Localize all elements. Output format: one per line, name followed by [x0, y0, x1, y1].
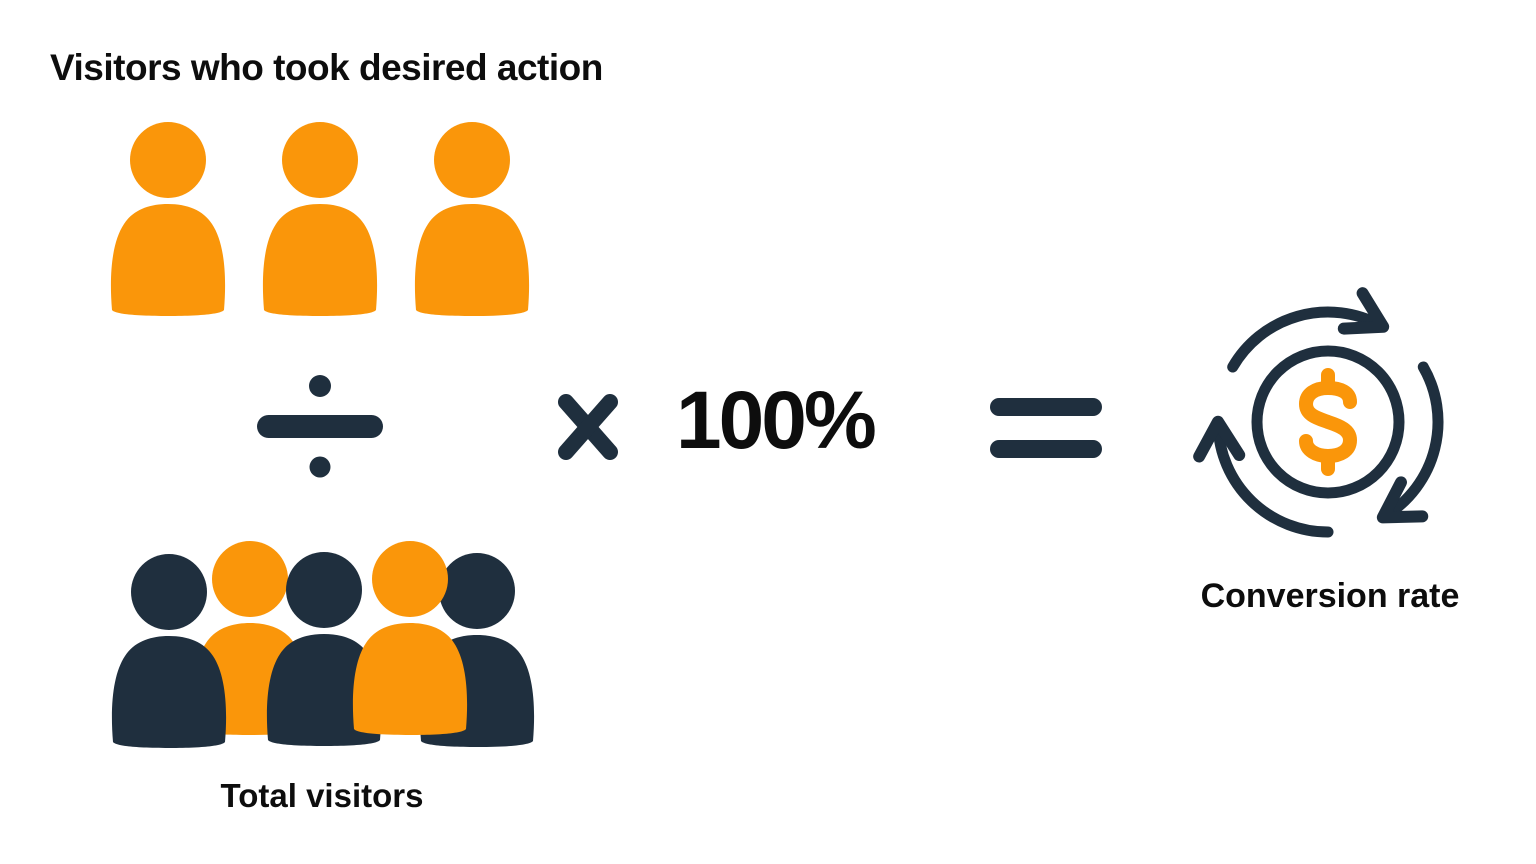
person-silhouette: [262, 122, 378, 316]
denominator-label: Total visitors: [220, 777, 424, 814]
cycle-arrows-icon: [1193, 287, 1444, 538]
person-silhouette: [266, 552, 382, 746]
person-icon: [105, 554, 233, 750]
person-silhouette: [352, 541, 468, 735]
result-label: Conversion rate: [1200, 577, 1460, 615]
visitors-took-action-group: [104, 122, 536, 322]
numerator-label: Visitors who took desired action: [50, 47, 603, 88]
total-visitors-group: [104, 540, 540, 755]
person-icon: [104, 122, 232, 318]
equals-icon: [990, 398, 1102, 458]
multiply-icon: [558, 394, 618, 460]
person-icon: [408, 122, 536, 318]
person-silhouette: [414, 122, 530, 316]
person-icon: [260, 552, 388, 748]
person-icon: [346, 541, 474, 737]
person-silhouette: [111, 554, 227, 748]
dollar-icon: [1298, 368, 1358, 476]
conversion-cycle-icon: [1193, 287, 1444, 538]
multiplier-text: 100%: [676, 375, 877, 466]
person-silhouette: [110, 122, 226, 316]
person-icon: [256, 122, 384, 318]
money-circle-icon: [1251, 345, 1405, 499]
divide-icon: [257, 375, 383, 478]
